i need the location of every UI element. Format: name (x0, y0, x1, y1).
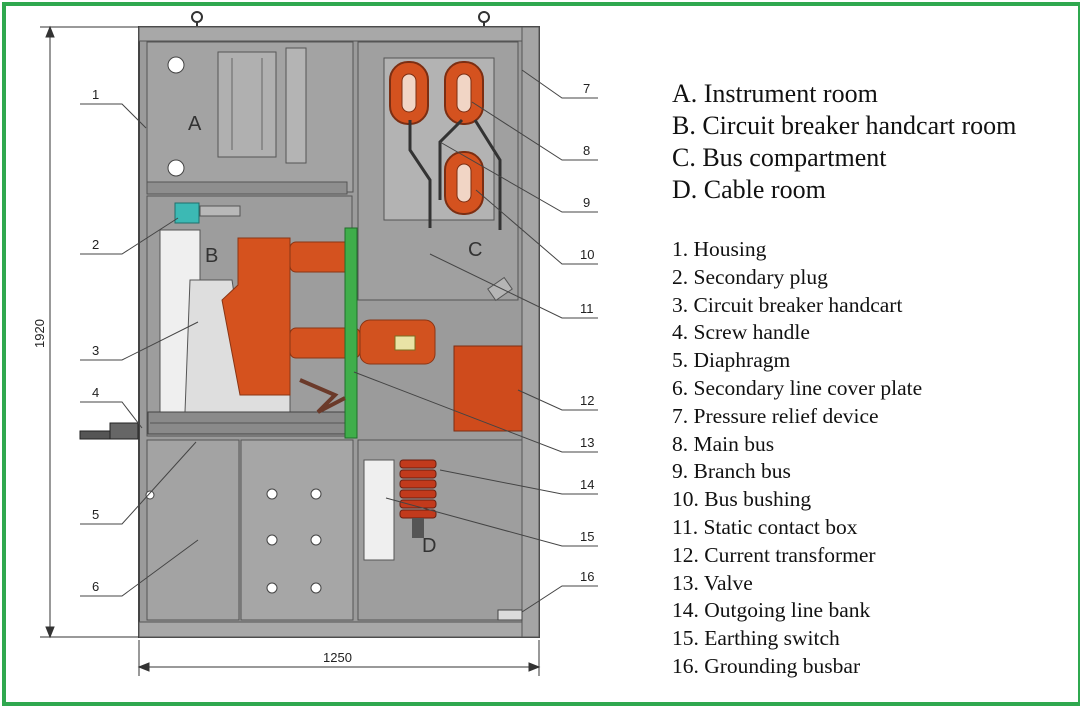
pressure-relief-device (487, 276, 513, 302)
bottom-frame (138, 621, 540, 638)
callout-1: 1 (92, 87, 99, 102)
room-letter-b: B (205, 245, 218, 267)
top-frame (138, 26, 540, 42)
secondary-line-cover-plate (146, 439, 240, 621)
callout-2: 2 (92, 237, 99, 252)
valve-linkage (299, 378, 346, 414)
callout-15: 15 (580, 529, 594, 544)
legend-room-d: D. Cable room (672, 175, 826, 204)
callout-6: 6 (92, 579, 99, 594)
shelf (146, 181, 348, 195)
legend-part-10: 10. Bus bushing (672, 487, 812, 512)
room-letter-d: D (422, 535, 436, 557)
rooms-legend: A. Instrument room B. Circuit breaker ha… (672, 78, 1016, 206)
plug-bracket (199, 205, 241, 217)
callout-12: 12 (580, 393, 594, 408)
hole (167, 159, 185, 177)
legend-part-3: 3. Circuit breaker handcart (672, 292, 903, 317)
legend-part-12: 12. Current transformer (672, 542, 876, 567)
legend-part-2: 2. Secondary plug (672, 264, 828, 289)
room-letter-c: C (468, 239, 482, 261)
leader-lines (80, 69, 598, 613)
callout-11: 11 (580, 301, 594, 316)
height-dimension: 1920 (32, 319, 47, 348)
right-frame (521, 26, 540, 638)
callout-5: 5 (92, 507, 99, 522)
legend-part-13: 13. Valve (672, 570, 753, 595)
width-dimension-line (137, 640, 541, 676)
outgoing-line-bank (399, 459, 437, 519)
callout-8: 8 (583, 143, 590, 158)
height-dimension-line (40, 25, 139, 639)
legend-room-c: C. Bus compartment (672, 143, 887, 172)
parts-legend: 1. Housing 2. Secondary plug 3. Circuit … (672, 236, 922, 681)
legend-part-14: 14. Outgoing line bank (672, 598, 871, 623)
legend-part-8: 8. Main bus (672, 431, 775, 456)
secondary-plug (174, 202, 200, 224)
legend-part-16: 16. Grounding busbar (672, 653, 861, 678)
room-letter-a: A (188, 113, 202, 135)
width-dimension: 1250 (323, 650, 352, 665)
legend-room-b: B. Circuit breaker handcart room (672, 111, 1017, 140)
legend-room-a: A. Instrument room (672, 79, 878, 108)
lower-panel (240, 439, 354, 621)
legend-part-5: 5. Diaphragm (672, 348, 791, 373)
legend-part-11: 11. Static contact box (672, 514, 858, 539)
instrument-mount (285, 47, 307, 164)
callout-4: 4 (92, 385, 99, 400)
breaker-body (221, 237, 291, 396)
legend-part-6: 6. Secondary line cover plate (672, 375, 923, 400)
callout-13: 13 (580, 435, 594, 450)
callout-9: 9 (583, 195, 590, 210)
legend-part-7: 7. Pressure relief device (672, 403, 879, 428)
earthing-switch (363, 459, 395, 561)
current-transformer (453, 345, 523, 432)
instrument-mount (217, 51, 277, 158)
callout-3: 3 (92, 343, 99, 358)
screw-handle-grip (109, 422, 139, 440)
legend-part-15: 15. Earthing switch (672, 626, 840, 651)
callout-7: 7 (583, 81, 590, 96)
legend-part-1: 1. Housing (672, 237, 767, 261)
callout-10: 10 (580, 247, 594, 262)
grounding-busbar (497, 609, 523, 621)
callout-16: 16 (580, 569, 594, 584)
green-partition (344, 227, 358, 439)
hole (167, 56, 185, 74)
legend-part-9: 9. Branch bus (672, 459, 791, 484)
callout-14: 14 (580, 477, 594, 492)
legend-part-4: 4. Screw handle (672, 320, 810, 345)
